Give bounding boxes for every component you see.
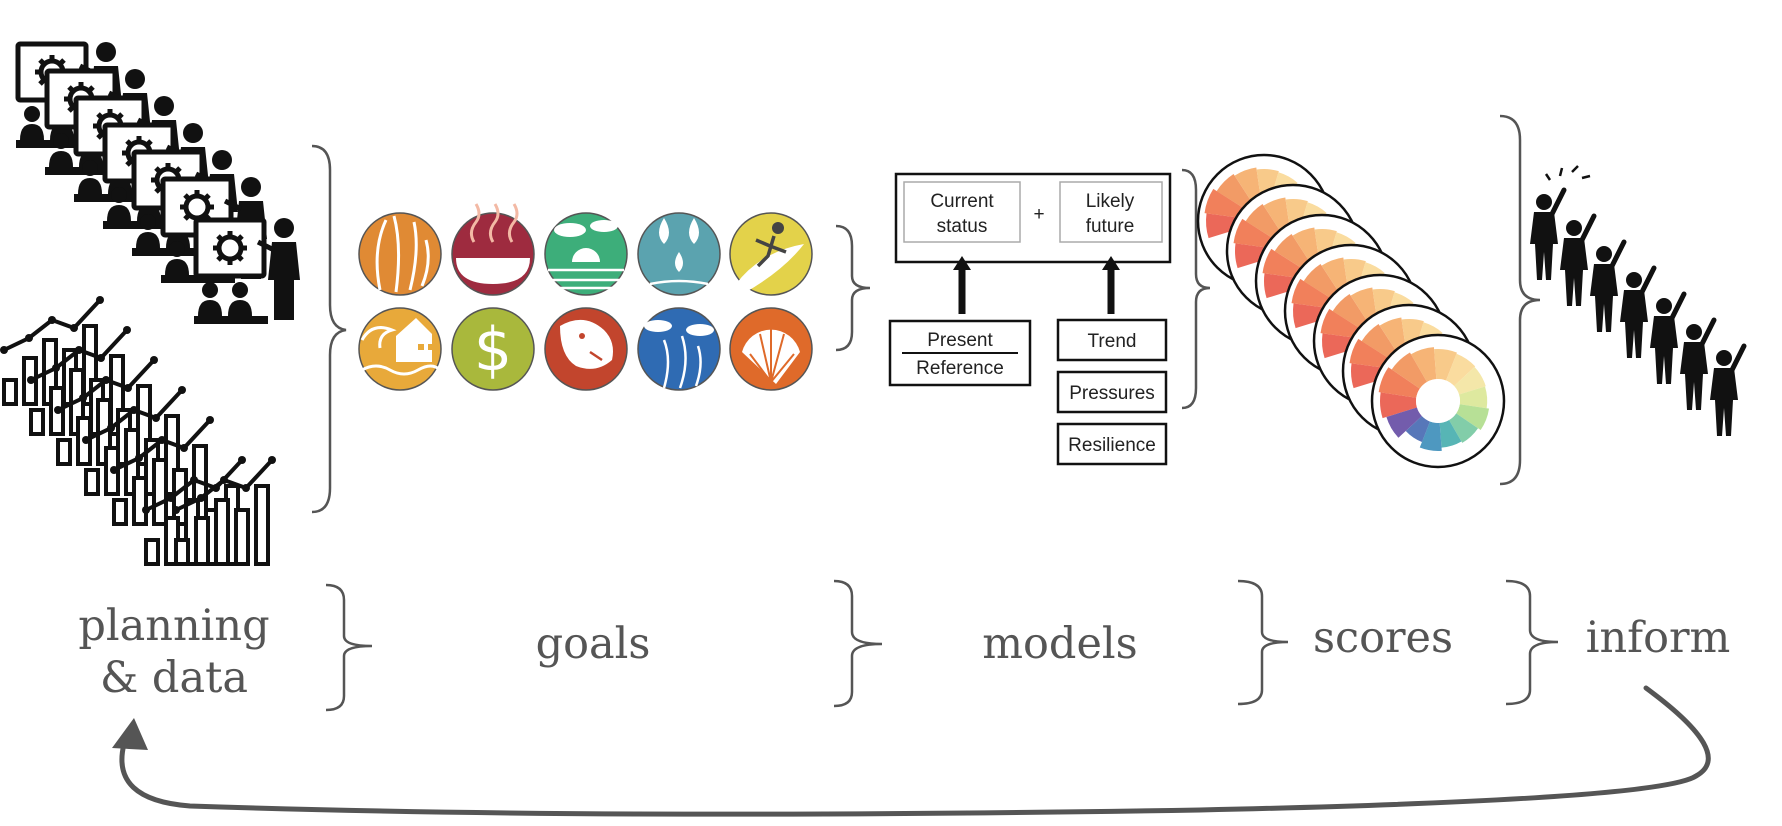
person-icon: [1710, 346, 1744, 436]
person-icon: [1560, 216, 1594, 306]
people-group: [1530, 165, 1744, 436]
seashell-icon: [729, 307, 813, 391]
pressures-box: [1056, 370, 1168, 414]
plus-sign: +: [1033, 204, 1044, 225]
coastal-house-wave-icon: [358, 307, 442, 391]
person-icon: [1650, 294, 1684, 384]
person-icon: [1620, 268, 1654, 358]
flower-petal: [1439, 420, 1462, 448]
reference-label: Reference: [916, 358, 1004, 379]
bracket-models-lower: [1237, 579, 1289, 706]
seaweed-icon: [358, 212, 442, 296]
flower-petal: [1292, 227, 1319, 263]
bracket-scores-lower: [1505, 579, 1559, 706]
flower-petal: [1263, 197, 1290, 233]
trend-box: [1056, 318, 1168, 362]
stage-label-planning: planning: [78, 601, 269, 651]
bracket-planning-lower: [325, 583, 373, 712]
flower-petal: [1434, 349, 1457, 381]
bracket-goals-lower: [833, 579, 883, 708]
flower-plot: [1370, 333, 1506, 469]
flower-petal: [1386, 407, 1422, 438]
flower-petal: [1321, 257, 1348, 293]
bracket-models-upper: [1181, 168, 1211, 410]
cooked-fish-icon: [451, 203, 535, 296]
flower-petal: [1303, 264, 1340, 300]
flower-petal: [1361, 324, 1398, 360]
flower-petal: [1454, 366, 1486, 395]
presenter-icons-stack: [16, 42, 300, 324]
celebration-marks: [1544, 165, 1591, 181]
flower-petal: [1391, 352, 1427, 389]
presenter-icon: [194, 218, 300, 324]
flower-petal: [1320, 308, 1362, 339]
trend-label: Trend: [1088, 331, 1137, 352]
flower-petal: [1216, 174, 1253, 210]
resilience-label: Resilience: [1068, 435, 1156, 456]
current-status-line1: Current: [930, 191, 994, 212]
current-status-line2: status: [937, 216, 988, 237]
stage-label-models: models: [982, 619, 1137, 669]
flower-petal: [1262, 248, 1304, 279]
bracket-planning-upper: [311, 144, 347, 514]
up-arrow-trend: [1102, 256, 1120, 314]
flower-petal: [1405, 415, 1430, 442]
flower-petal: [1449, 413, 1479, 443]
flower-petal: [1419, 421, 1442, 451]
stage-label-inform: inform: [1586, 613, 1731, 663]
likely-future-line2: future: [1086, 216, 1135, 237]
upper-brackets: [311, 114, 1541, 514]
flower-petal: [1379, 317, 1406, 353]
svg-text:$: $: [474, 315, 512, 385]
likely-future-line1: Likely: [1086, 191, 1135, 212]
seabird-icon: [544, 307, 628, 391]
person-icon: [1530, 190, 1564, 280]
bracket-scores-upper: [1499, 114, 1541, 486]
flower-petal: [1410, 347, 1437, 382]
score-flower-plots: [1196, 153, 1506, 469]
stage-label-scores: scores: [1313, 613, 1453, 663]
current-status-box: [903, 181, 1021, 243]
stage-label-data: & data: [100, 653, 248, 703]
flower-petal: [1446, 353, 1476, 387]
flower-petal: [1380, 392, 1417, 419]
flower-petal: [1378, 367, 1420, 398]
flower-petal: [1332, 294, 1369, 330]
flower-center: [1416, 379, 1460, 423]
up-arrow-present: [953, 256, 971, 314]
dollar-sign-icon: $: [451, 307, 535, 391]
bracket-goals-upper: [835, 224, 871, 352]
person-icon: [1590, 242, 1624, 332]
present-label: Present: [927, 330, 993, 351]
models-diagram: Current status + Likely future Present R…: [888, 172, 1172, 466]
kelp-forest-icon: [637, 307, 721, 391]
goal-icons: $: [358, 203, 813, 391]
flower-petal: [1233, 218, 1275, 249]
surfer-icon: [729, 212, 813, 296]
flower-petal: [1291, 278, 1333, 309]
person-icon: [1680, 320, 1714, 410]
flower-petal: [1459, 386, 1488, 409]
flower-petal: [1456, 404, 1490, 431]
feedback-loop-arrow: [112, 685, 1711, 817]
flower-petal: [1245, 204, 1282, 240]
bar-chart-icons-stack: [0, 294, 278, 566]
flower-petal: [1274, 234, 1311, 270]
lower-brackets: [325, 579, 1559, 712]
water-drops-icon: [637, 212, 721, 296]
flower-petal: [1350, 287, 1377, 323]
resilience-box: [1056, 422, 1168, 466]
coastal-sunrise-icon: [544, 212, 628, 296]
flower-petal: [1234, 167, 1261, 203]
stage-label-goals: goals: [536, 619, 651, 669]
flower-petal: [1349, 338, 1391, 369]
flower-petal: [1204, 188, 1246, 219]
likely-future-box: [1059, 181, 1163, 243]
pressures-label: Pressures: [1069, 383, 1155, 404]
